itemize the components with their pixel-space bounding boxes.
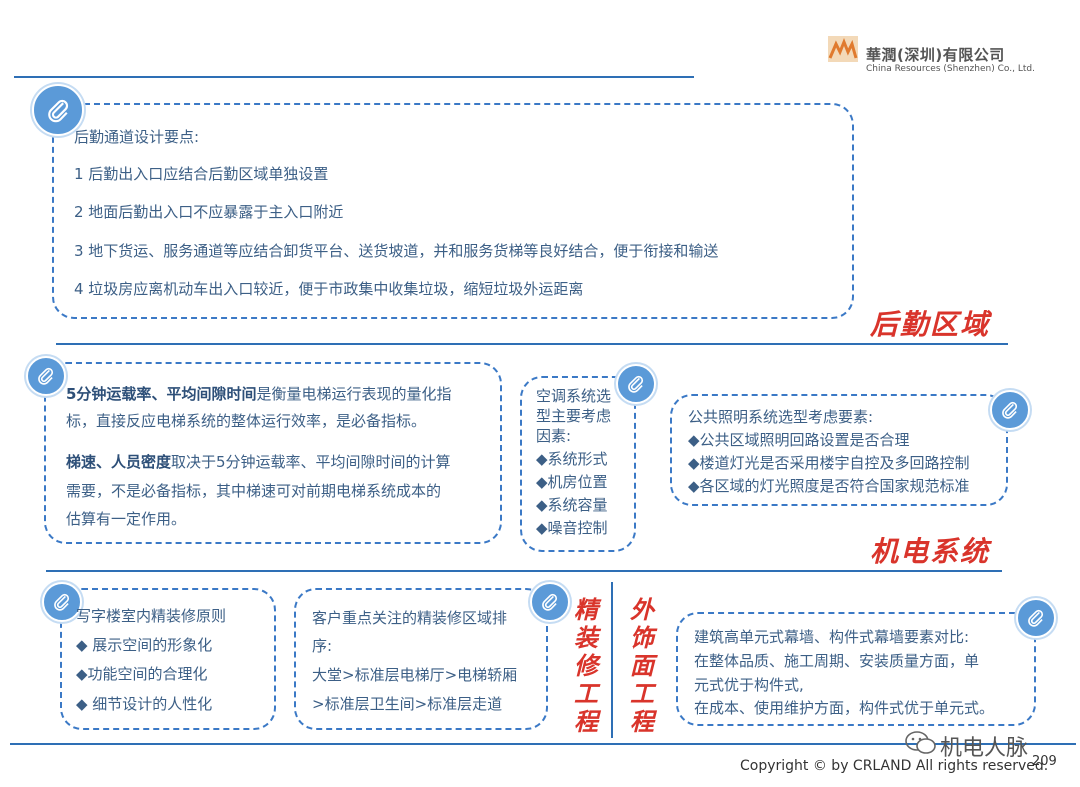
paperclip-icon <box>42 582 82 622</box>
elevator-line: 估算有一定作用。 <box>66 510 187 528</box>
vertical-char: 精 <box>574 596 598 624</box>
hvac-heading: 因素: <box>536 427 572 445</box>
logistics-heading: 后勤通道设计要点: <box>74 128 200 146</box>
logistics-box <box>52 103 854 319</box>
vertical-char: 程 <box>574 708 598 736</box>
vertical-char: 工 <box>630 680 654 708</box>
curtain-line: 在整体品质、施工周期、安装质量方面，单 <box>694 652 980 670</box>
vertical-title-fitout: 精 装 修 工 程 <box>572 596 600 736</box>
vertical-char: 面 <box>630 652 654 680</box>
paperclip-icon <box>616 364 656 404</box>
fitout-item: ◆功能空间的合理化 <box>76 665 208 683</box>
focus-line: 客户重点关注的精装修区域排 <box>312 609 508 627</box>
company-name-cn: 華潤(深圳)有限公司 <box>866 46 1005 64</box>
elevator-text: 取决于5分钟运载率、平均间隙时间的计算 <box>171 453 451 471</box>
elevator-text: 是衡量电梯运行表现的量化指 <box>256 385 452 403</box>
hvac-item: ◆噪音控制 <box>536 519 608 537</box>
logistics-item: 1 后勤出入口应结合后勤区域单独设置 <box>74 165 329 183</box>
fitout-item: ◆ 细节设计的人性化 <box>76 695 213 713</box>
vertical-title-facade: 外 饰 面 工 程 <box>628 596 656 736</box>
paperclip-icon <box>26 356 66 396</box>
hvac-heading: 空调系统选 <box>536 387 612 405</box>
elevator-bold-term: 5分钟运载率、平均间隙时间 <box>66 385 257 403</box>
hvac-item: ◆系统容量 <box>536 496 608 514</box>
vertical-char: 外 <box>630 596 654 624</box>
fitout-item: ◆ 展示空间的形象化 <box>76 636 213 654</box>
vertical-char: 工 <box>574 680 598 708</box>
section-title-logistics: 后勤区域 <box>870 308 991 341</box>
hvac-item: ◆机房位置 <box>536 473 608 491</box>
paperclip-icon <box>530 582 570 622</box>
top-divider <box>14 76 694 78</box>
elevator-box <box>44 362 502 544</box>
elevator-line: 5分钟运载率、平均间隙时间是衡量电梯运行表现的量化指 <box>66 387 451 402</box>
vertical-char: 程 <box>630 708 654 736</box>
fitout-box <box>60 588 276 730</box>
lighting-box <box>670 394 1008 506</box>
elevator-line: 需要，不是必备指标，其中梯速可对前期电梯系统成本的 <box>66 482 442 500</box>
logistics-item: 3 地下货运、服务通道等应结合卸货平台、送货坡道，并和服务货梯等良好结合，便于衔… <box>74 242 719 260</box>
hvac-box <box>520 376 636 552</box>
page-number: 209 <box>1032 754 1057 769</box>
paperclip-icon <box>32 84 84 136</box>
wechat-icon <box>904 730 938 760</box>
logistics-item: 4 垃圾房应离机动车出入口较近，便于市政集中收集垃圾，缩短垃圾外运距离 <box>74 280 584 298</box>
curtain-line: 建筑高单元式幕墙、构件式幕墙要素对比: <box>694 628 970 646</box>
lighting-item: ◆各区域的灯光照度是否符合国家规范标准 <box>688 477 970 495</box>
lighting-heading: 公共照明系统选型考虑要素: <box>688 408 874 426</box>
logistics-divider <box>56 343 1008 345</box>
logistics-item: 2 地面后勤出入口不应暴露于主入口附近 <box>74 203 344 221</box>
bottom-divider <box>10 743 1076 745</box>
copyright-text: Copyright © by CRLAND All rights reserve… <box>740 758 1049 774</box>
elevator-bold-term: 梯速、人员密度 <box>66 453 172 471</box>
mep-divider <box>46 570 1002 572</box>
vertical-char: 修 <box>574 652 598 680</box>
company-name-en: China Resources (Shenzhen) Co., Ltd. <box>866 64 1035 74</box>
vertical-char: 饰 <box>630 624 654 652</box>
fitout-heading: 写字楼室内精装修原则 <box>76 607 227 625</box>
vertical-char: 装 <box>574 624 598 652</box>
paperclip-icon <box>1016 598 1056 638</box>
crland-logo-icon <box>828 36 858 62</box>
elevator-line: 标，直接反应电梯系统的整体运行效率，是必备指标。 <box>66 412 427 430</box>
focus-box <box>294 588 548 730</box>
paperclip-icon <box>990 390 1030 430</box>
curtain-line: 在成本、使用维护方面，构件式优于单元式。 <box>694 699 995 717</box>
vertical-divider <box>611 582 613 738</box>
lighting-item: ◆楼道灯光是否采用楼宇自控及多回路控制 <box>688 454 970 472</box>
section-title-mep: 机电系统 <box>870 535 991 568</box>
lighting-item: ◆公共区域照明回路设置是否合理 <box>688 431 910 449</box>
curtain-line: 元式优于构件式, <box>694 676 804 694</box>
hvac-heading: 型主要考虑 <box>536 407 612 425</box>
elevator-line: 梯速、人员密度取决于5分钟运载率、平均间隙时间的计算 <box>66 455 451 470</box>
focus-line: 序: <box>312 637 333 655</box>
focus-line: >标准层卫生间>标准层走道 <box>312 695 503 713</box>
watermark-text: 机电人脉 <box>940 736 1029 761</box>
focus-line: 大堂>标准层电梯厅>电梯轿厢 <box>312 666 518 684</box>
curtain-box <box>676 612 1036 726</box>
hvac-item: ◆系统形式 <box>536 450 608 468</box>
